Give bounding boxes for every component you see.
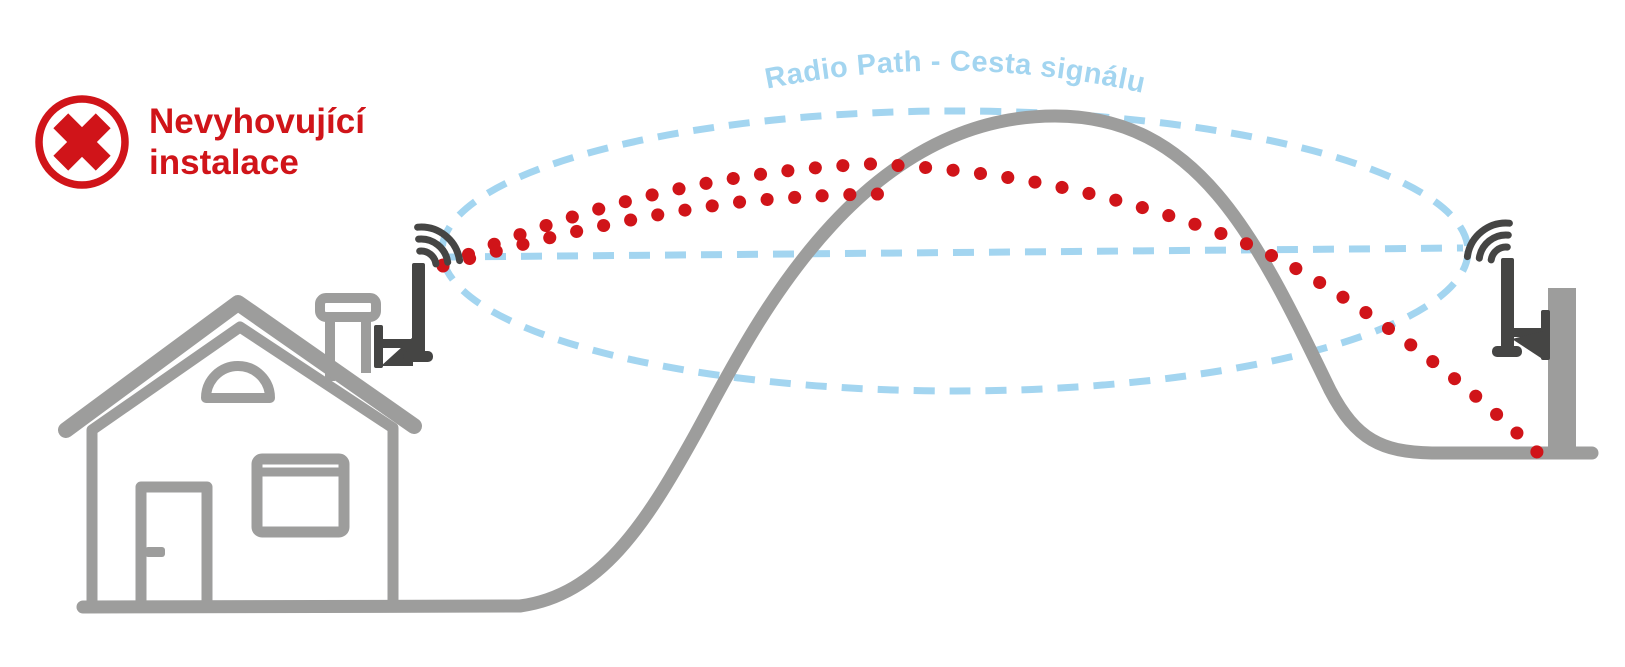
terrain-hill — [76, 109, 1599, 614]
antenna-foot — [403, 351, 433, 362]
window — [251, 453, 350, 538]
antenna-foot — [1492, 346, 1522, 357]
blocked-signal-path-lower — [436, 187, 895, 273]
antenna-bracket-arm — [1510, 328, 1546, 337]
antenna-bracket-gusset — [1512, 331, 1544, 360]
radio-path-label-text: Radio Path - Cesta signálu — [762, 46, 1148, 100]
badge-cross — [53, 113, 111, 171]
house-roof — [58, 295, 422, 438]
wifi-waves-icon — [1463, 219, 1513, 264]
left-antenna-icon — [374, 223, 464, 368]
attic-window — [201, 361, 275, 403]
right-antenna-icon — [1463, 219, 1550, 360]
status-badge: Nevyhovující instalace — [32, 92, 365, 192]
line-of-sight — [448, 244, 1464, 261]
x-circle-icon — [35, 95, 129, 189]
chimney-cap — [315, 293, 381, 322]
mounting-pole — [1548, 288, 1576, 458]
antenna-bracket-arm — [376, 339, 416, 348]
blocked-signal-path — [436, 157, 1544, 459]
door — [135, 481, 213, 607]
antenna-mast — [412, 263, 425, 358]
wifi-waves-icon — [414, 223, 464, 268]
badge-circle — [35, 95, 129, 189]
blocked-signal-path-upper — [436, 157, 1544, 459]
badge-title-line1: Nevyhovující — [149, 102, 365, 141]
badge-title: Nevyhovující instalace — [149, 101, 365, 183]
radio-path-label: Radio Path - Cesta signálu — [762, 46, 1148, 100]
badge-title-line2: instalace — [149, 143, 299, 182]
antenna-mast — [1501, 258, 1514, 353]
door-handle — [145, 547, 165, 557]
house-walls — [86, 321, 399, 606]
house-icon — [58, 293, 422, 607]
